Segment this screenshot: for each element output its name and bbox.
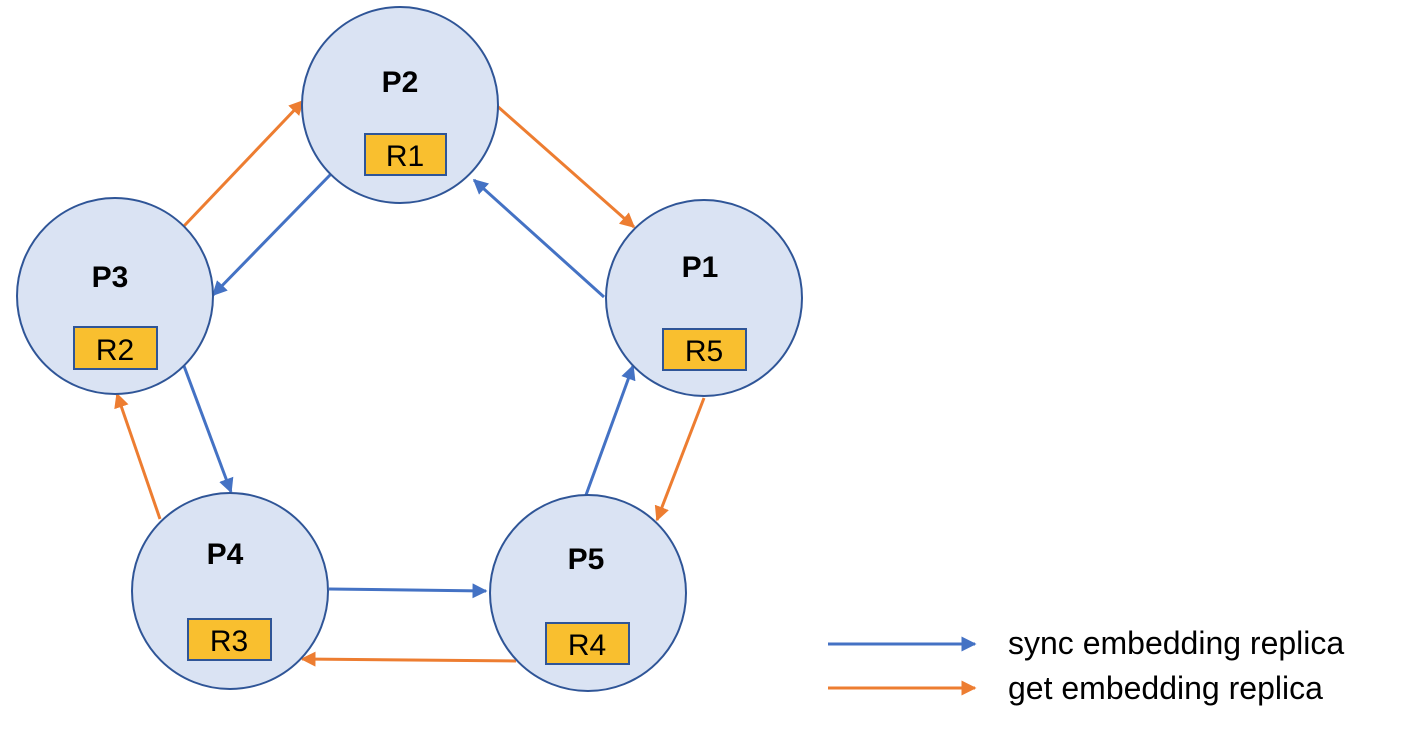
edges-layer xyxy=(114,99,706,667)
node-p3-circle xyxy=(16,197,214,395)
replica-box-p4 xyxy=(187,618,272,661)
legend: sync embedding replica get embedding rep… xyxy=(828,625,1344,706)
get-arrow-p5-p4 xyxy=(300,651,517,667)
node-p4-label: P4 xyxy=(207,538,244,571)
replica-label-p1: R5 xyxy=(685,335,723,368)
get-arrow-p4-p3 xyxy=(114,392,162,520)
node-p4: P4 R3 xyxy=(131,492,329,690)
node-p2-circle xyxy=(301,6,499,204)
legend-sync-label: sync embedding replica xyxy=(1008,625,1344,661)
replica-label-p2: R1 xyxy=(386,140,424,173)
node-p1: P1 R5 xyxy=(605,199,803,397)
node-p3-label: P3 xyxy=(92,261,129,294)
replica-box-p3 xyxy=(73,326,158,370)
sync-arrow-p2-p3 xyxy=(211,172,333,297)
node-p4-circle xyxy=(131,492,329,690)
node-p5: P5 R4 xyxy=(489,494,687,692)
get-arrow-p1-p5 xyxy=(654,397,706,522)
replica-box-p2 xyxy=(364,133,447,176)
node-p5-label: P5 xyxy=(568,543,605,576)
node-p5-circle xyxy=(489,494,687,692)
replica-label-p3: R2 xyxy=(96,334,134,367)
replica-box-p1 xyxy=(662,328,747,371)
replica-label-p4: R3 xyxy=(210,625,248,658)
legend-get-label: get embedding replica xyxy=(1008,670,1323,706)
sync-arrow-p1-p2 xyxy=(472,178,606,299)
node-p2-label: P2 xyxy=(382,66,419,99)
node-p3: P3 R2 xyxy=(16,197,214,395)
get-arrow-p2-p1 xyxy=(495,103,636,229)
sync-arrow-p5-p1 xyxy=(584,364,636,496)
sync-arrow-p4-p5 xyxy=(328,583,488,599)
node-p2: P2 R1 xyxy=(301,6,499,204)
replica-box-p5 xyxy=(545,622,630,665)
node-p1-circle xyxy=(605,199,803,397)
node-p1-label: P1 xyxy=(682,251,719,284)
get-arrow-p3-p2 xyxy=(182,99,305,228)
replica-label-p5: R4 xyxy=(568,629,606,662)
sync-arrow-p3-p4 xyxy=(182,365,234,494)
